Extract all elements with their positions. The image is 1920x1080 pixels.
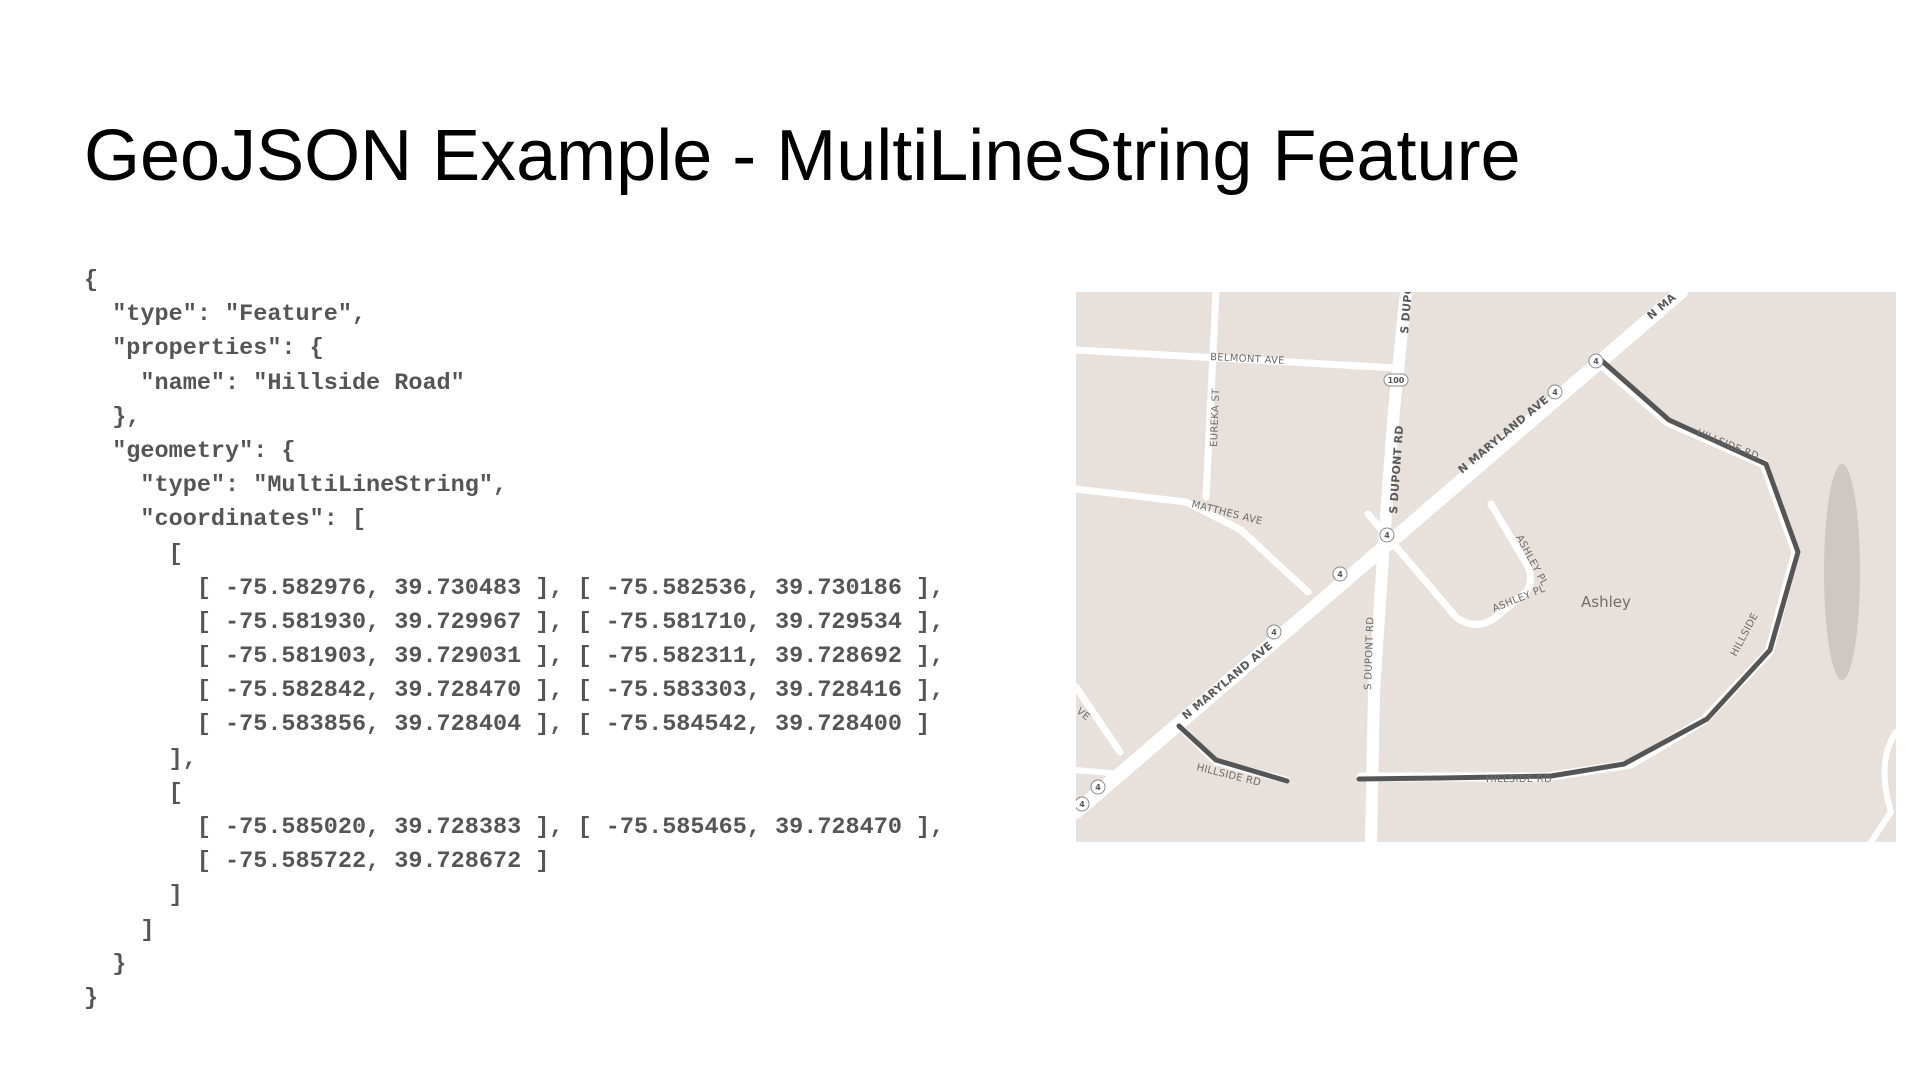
terrain-shadow — [1824, 464, 1860, 680]
map-view[interactable]: 100 4 4 4 4 — [1076, 292, 1896, 842]
east-edge-road — [1868, 729, 1896, 842]
code-line: }, — [84, 403, 141, 431]
s-dupont-rd-label-main: S DUPONT RD — [1387, 425, 1406, 514]
ave-edge-label: VE — [1076, 706, 1092, 723]
s-dupont-rd-road — [1365, 292, 1412, 842]
eureka-st-label: EUREKA ST — [1209, 388, 1222, 447]
shield-100-label: 100 — [1388, 376, 1405, 385]
belmont-ave-label: BELMONT AVE — [1210, 352, 1285, 367]
code-line: "coordinates": [ — [84, 506, 367, 534]
ashley-pl-road — [1364, 500, 1534, 628]
slide-title: GeoJSON Example - MultiLineString Featur… — [84, 116, 1521, 196]
shield-4-a-label: 4 — [1593, 357, 1599, 366]
eureka-st-road — [1202, 292, 1220, 501]
code-line: ], — [84, 745, 197, 773]
route-line-2 — [1176, 723, 1290, 784]
shield-4-b-label: 4 — [1552, 388, 1558, 397]
code-line: "name": "Hillside Road" — [84, 369, 465, 397]
belmont-ave-road — [1076, 346, 1400, 372]
map-canvas[interactable]: 100 4 4 4 4 — [1076, 292, 1896, 842]
code-line: "properties": { — [84, 335, 324, 363]
code-line: [ -75.585020, 39.728383 ], [ -75.585465,… — [84, 814, 945, 841]
s-dupont-rd-label-lower: S DUPONT RD — [1363, 617, 1377, 691]
code-line: "type": "Feature", — [84, 301, 367, 329]
shield-4-c-label: 4 — [1384, 531, 1390, 540]
route-shields: 100 4 4 4 4 — [1076, 353, 1604, 812]
s-dupont-rd-label-top: S DUPO — [1398, 292, 1415, 334]
west-link-road — [1076, 683, 1124, 756]
map-land — [1076, 292, 1896, 842]
code-line: ] — [84, 882, 183, 910]
shield-4-e: 4 — [1266, 624, 1282, 640]
shield-4-d: 4 — [1332, 566, 1348, 582]
code-line: { — [84, 267, 99, 294]
shield-4-c: 4 — [1379, 527, 1395, 543]
shield-4-e-label: 4 — [1271, 628, 1277, 637]
shield-4-a: 4 — [1588, 353, 1604, 369]
shield-4-g-label: 4 — [1079, 800, 1085, 809]
matthes-ave-road — [1076, 485, 1312, 596]
code-line: [ -75.581930, 39.729967 ], [ -75.581710,… — [84, 608, 945, 636]
code-line: [ -75.582842, 39.728470 ], [ -75.583303,… — [84, 677, 945, 705]
code-line: [ — [84, 779, 183, 807]
geojson-code-block: { "type": "Feature", "properties": { "na… — [84, 264, 944, 1016]
shield-4-f-label: 4 — [1095, 783, 1101, 792]
code-line: } — [84, 984, 99, 1012]
code-line: ] — [84, 916, 155, 944]
shield-100: 100 — [1383, 373, 1409, 387]
code-line: [ -75.585722, 39.728672 ] — [84, 848, 550, 876]
shield-4-g: 4 — [1076, 796, 1090, 812]
code-line: [ — [84, 540, 183, 568]
code-line: [ -75.582976, 39.730483 ], [ -75.582536,… — [84, 574, 945, 602]
shield-4-d-label: 4 — [1337, 570, 1343, 579]
code-line: "geometry": { — [84, 437, 296, 465]
hillside-rd-label-3: HILLSIDE RD — [1486, 774, 1552, 785]
code-line: } — [84, 950, 127, 978]
shield-4-b: 4 — [1547, 384, 1563, 400]
route-line-1 — [1356, 357, 1801, 782]
ashley-place-label: Ashley — [1581, 593, 1631, 611]
code-line: "type": "MultiLineString", — [84, 472, 508, 500]
code-line: [ -75.583856, 39.728404 ], [ -75.584542,… — [84, 711, 931, 739]
code-line: [ -75.581903, 39.729031 ], [ -75.582311,… — [84, 643, 945, 671]
shield-4-f: 4 — [1090, 779, 1106, 795]
hillside-road-route — [1176, 357, 1801, 784]
